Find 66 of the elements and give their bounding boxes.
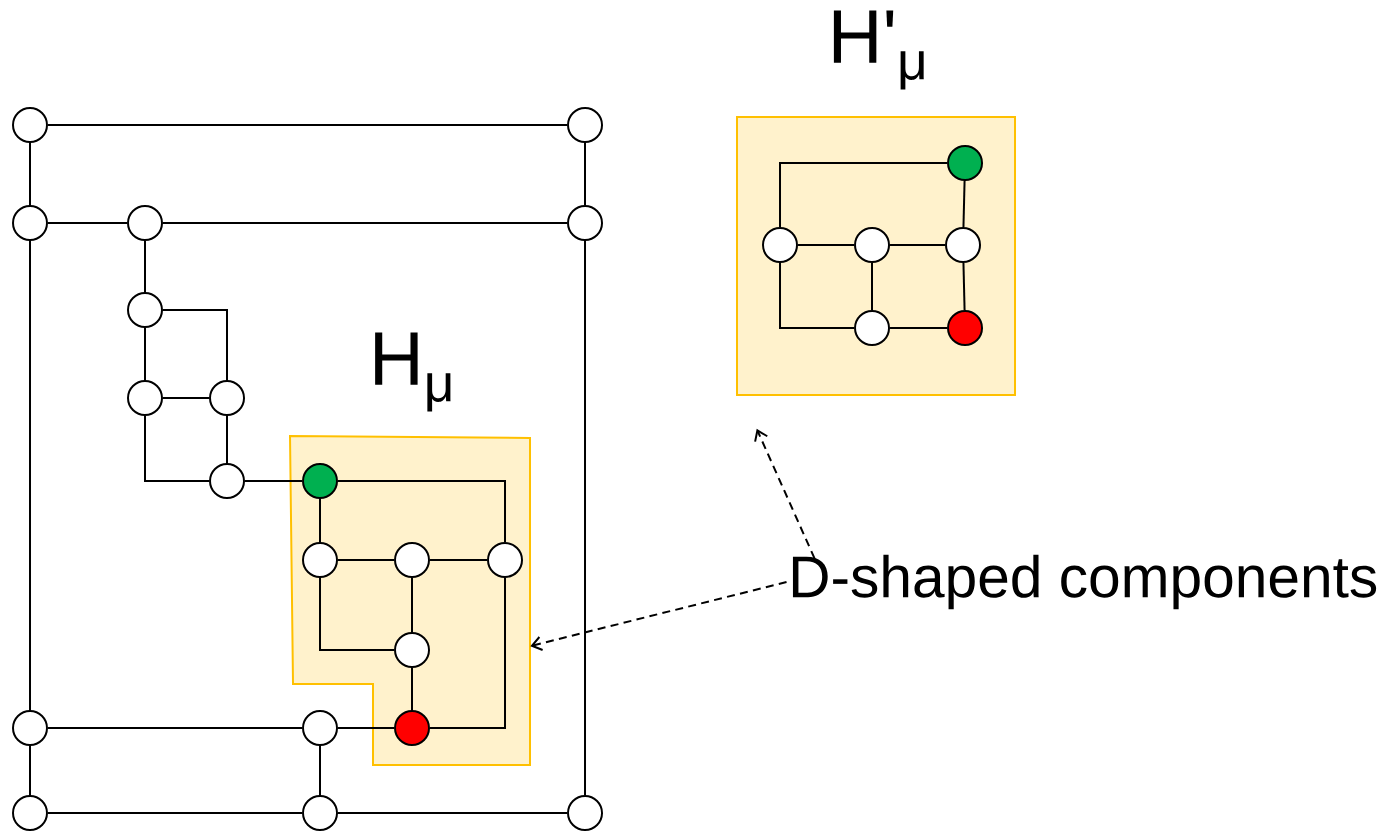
vertex-circle [127,205,163,241]
graph-edge [962,262,966,311]
vertex-circle [302,710,338,746]
graph-edge [144,415,210,482]
graph-edge [584,240,586,796]
vertex-circle [567,107,603,143]
callout-text: D-shaped components [792,554,1377,610]
vertex-circle [945,227,981,263]
graph-edge [337,559,395,561]
graph-edge [244,480,303,482]
vertex-circle [394,710,430,746]
vertex-circle [762,227,798,263]
vertex-circle [854,310,890,346]
vertex-circle [12,795,48,831]
graph-edge [962,180,966,228]
graph-edge [337,727,395,729]
vertex-circle [854,227,890,263]
graph-edge [162,309,228,381]
vertex-circle [567,205,603,241]
vertex-circle [487,542,523,578]
region-label: H'$_{μ}$ [833,10,924,90]
graph-edge [29,142,31,206]
graph-edge [889,244,946,246]
graph-edge [226,415,228,464]
vertex-circle [12,107,48,143]
graph-edge [411,667,413,711]
graph-edge [337,480,506,543]
region-label: H$_{μ}$ [375,332,451,412]
vertex-circle [394,542,430,578]
graph-edge [47,727,303,729]
graph-edge [429,577,506,729]
graph-edge [319,577,395,651]
vertex-circle [209,463,245,499]
graph-edge [779,262,855,329]
vertex-circle [567,795,603,831]
vertex-circle [12,205,48,241]
graph-edge [29,240,31,711]
graph-edge [47,812,303,814]
vertex-circle [127,292,163,328]
graph-edge [411,577,413,633]
dashed-arrow [530,581,788,651]
graph-edge [319,745,321,796]
vertex-circle [302,795,338,831]
graph-edge [337,812,568,814]
graph-edge [47,124,568,126]
graph-edge [162,222,568,224]
graph-edge [47,222,128,224]
graph-edge [144,327,146,381]
graph-edge [584,142,586,206]
dashed-arrow [754,428,816,560]
graph-edge [144,240,146,293]
graph-edge [319,498,321,543]
vertex-circle [12,710,48,746]
graph-edge [871,262,873,311]
vertex-circle [947,145,983,181]
graph-edge [162,397,210,399]
vertex-circle [302,542,338,578]
vertex-circle [209,380,245,416]
vertex-circle [394,632,430,668]
graph-edge [889,327,948,329]
graph-edge [779,162,948,228]
graph-edge [29,745,31,796]
graph-edge [429,559,488,561]
vertex-circle [127,380,163,416]
graph-edge [797,244,855,246]
vertex-circle [947,310,983,346]
